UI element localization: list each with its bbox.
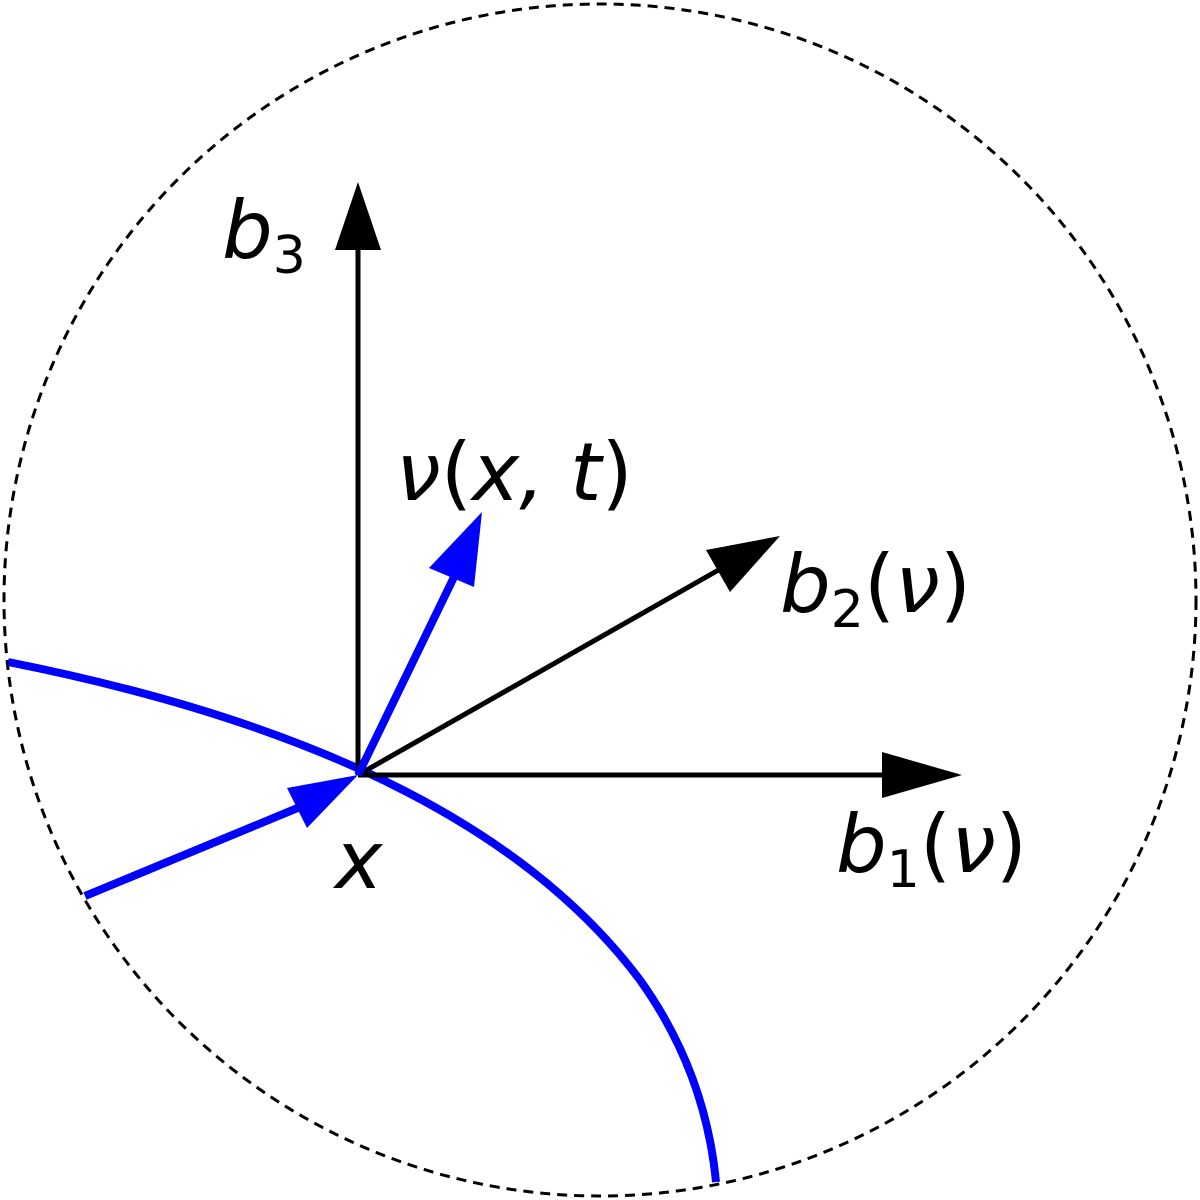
interface-curve bbox=[7, 658, 720, 1183]
b2-label: b2(ν) bbox=[780, 538, 971, 640]
b1-label: b1(ν) bbox=[836, 798, 1027, 900]
b3-label: b3 bbox=[222, 184, 306, 286]
normal-vector-shaft bbox=[354, 573, 459, 777]
incoming-vector-arrowhead bbox=[287, 775, 358, 828]
normal-vector-arrowhead bbox=[429, 512, 482, 587]
b3-axis-arrowhead bbox=[335, 182, 381, 250]
b2-axis-arrowhead bbox=[706, 536, 780, 592]
nu-label: ν(x, t) bbox=[396, 426, 633, 519]
b1-axis-arrowhead bbox=[882, 752, 962, 798]
incoming-vector-shaft bbox=[83, 803, 302, 900]
b2-axis-shaft bbox=[356, 565, 724, 778]
x-label: x bbox=[332, 814, 384, 907]
